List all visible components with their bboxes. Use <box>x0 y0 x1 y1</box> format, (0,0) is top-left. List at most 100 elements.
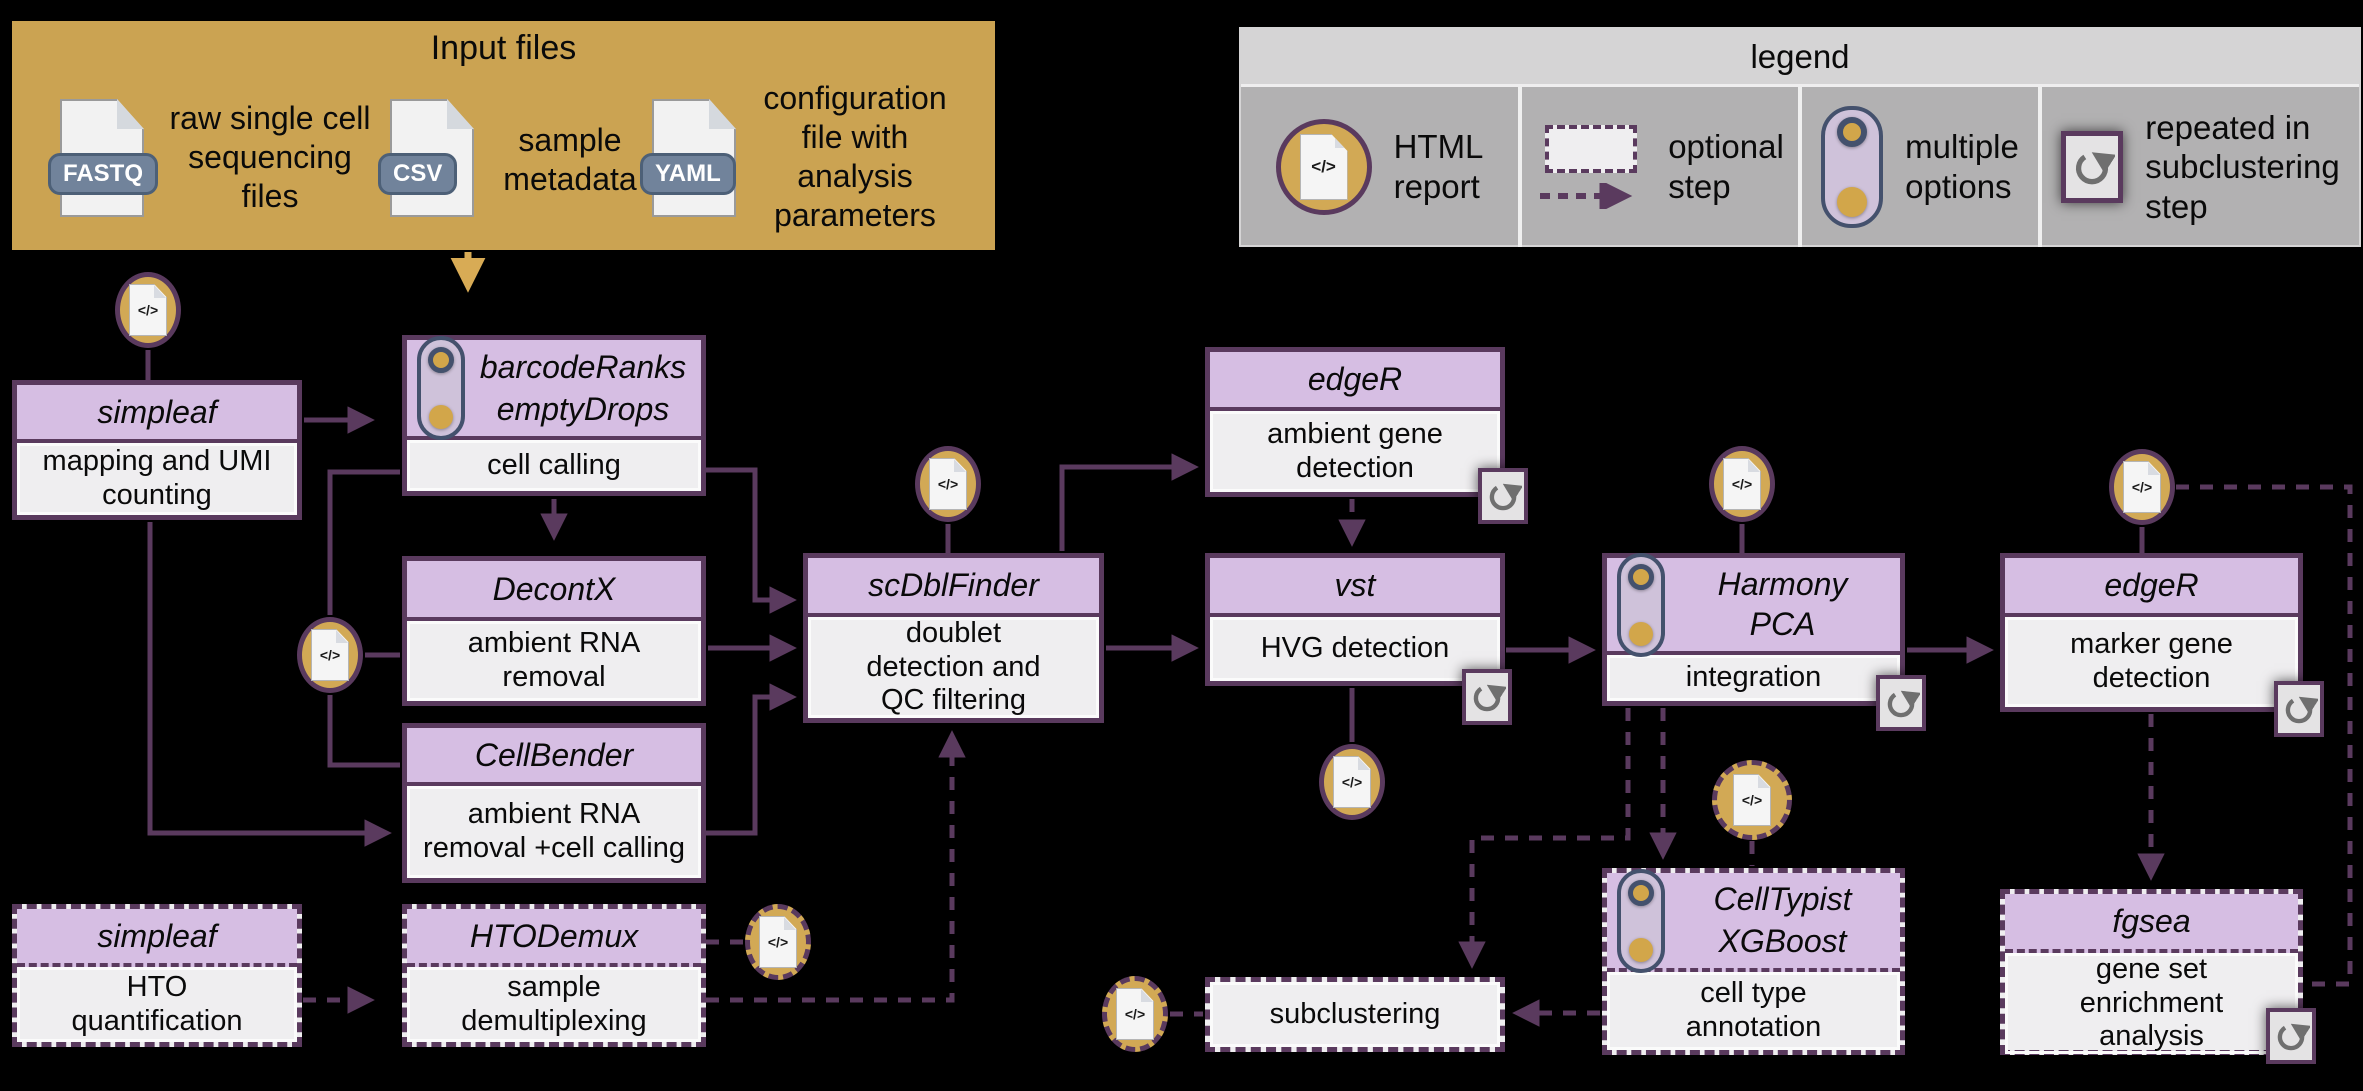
step-label: sample demultiplexing <box>407 967 701 1042</box>
option-dot <box>429 405 453 429</box>
node-integration: Harmony PCA integration <box>1602 552 1926 731</box>
yaml-file-icon: YAML <box>640 99 736 217</box>
page-fold <box>154 285 166 298</box>
multiple-options-icon <box>1821 106 1884 228</box>
repeat-icon <box>1478 468 1528 524</box>
input-panel-title: Input files <box>430 29 577 67</box>
dashed-arrow-sample <box>1540 183 1633 209</box>
csv-badge: CSV <box>378 153 458 195</box>
tool-name: Harmony <box>1717 565 1848 602</box>
tool-name: simpleaf <box>97 917 217 954</box>
csv-label: sample metadata <box>503 122 637 198</box>
option-dot <box>1628 879 1654 906</box>
yaml-badge: YAML <box>640 153 736 195</box>
option-dot <box>1629 621 1653 646</box>
page-fold <box>1334 135 1347 148</box>
repeat-icon <box>1462 669 1512 725</box>
step-label: ambient RNA removal <box>407 621 701 701</box>
legend-label: repeated in subclustering step <box>2145 108 2340 225</box>
node-simpleaf-hto: simpleaf HTO quantification <box>12 904 302 1047</box>
step-label: gene set enrichment analysis <box>2005 953 2298 1054</box>
html-report-icon: </> <box>1275 119 1372 215</box>
node-simpleaf-mapping: simpleaf mapping and UMI counting <box>12 380 302 520</box>
dashed-box-sample <box>1545 125 1638 173</box>
tool-name: PCA <box>1749 606 1816 643</box>
legend-panel: legend </> HTML report optional step <box>1239 27 2361 247</box>
node-scdblfinder: scDblFinder doublet detection and QC fil… <box>803 553 1104 723</box>
step-label: HTO quantification <box>17 967 297 1042</box>
tool-name: XGBoost <box>1718 922 1847 959</box>
repeat-icon <box>1876 675 1926 731</box>
html-report-icon: </> <box>115 272 181 348</box>
node-cell-calling: barcodeRanks emptyDrops cell calling <box>402 335 706 496</box>
page-fold <box>2148 462 2160 475</box>
html-report-icon: </> <box>1712 760 1792 840</box>
repeat-icon <box>2274 681 2324 737</box>
repeat-icon <box>2266 1008 2316 1064</box>
legend-label: HTML report <box>1393 128 1484 205</box>
legend-item-multiple-options: multiple options <box>1798 87 2038 247</box>
option-dot <box>428 347 454 373</box>
file-fold <box>709 99 736 129</box>
node-cellbender: CellBender ambient RNA removal +cell cal… <box>402 723 706 883</box>
file-fold <box>117 99 144 129</box>
option-dot <box>1837 117 1868 147</box>
tool-name: CellBender <box>474 736 634 773</box>
multiple-options-icon <box>1617 868 1665 973</box>
step-label: cell type annotation <box>1607 972 1900 1050</box>
tool-name: DecontX <box>492 570 616 607</box>
legend-title: legend <box>1241 29 2359 87</box>
legend-item-html-report: </> HTML report <box>1241 87 1518 247</box>
page-fold <box>1141 989 1153 1002</box>
optional-step-icon <box>1536 125 1646 209</box>
node-htodemux: HTODemux sample demultiplexing <box>402 904 706 1047</box>
page-fold <box>954 459 966 472</box>
tool-name: fgsea <box>2112 903 2191 939</box>
csv-file-icon: CSV <box>378 99 474 217</box>
html-report-icon: </> <box>297 617 363 693</box>
tool-name: scDblFinder <box>868 567 1039 603</box>
node-fgsea: fgsea gene set enrichment analysis <box>2000 889 2316 1064</box>
step-label: mapping and UMI counting <box>17 443 297 515</box>
tool-name: HTODemux <box>469 917 639 954</box>
tool-name: simpleaf <box>97 393 217 430</box>
tool-name: edgeR <box>1307 361 1403 397</box>
html-report-icon: </> <box>1709 446 1775 522</box>
tool-name: barcodeRanks <box>479 348 687 385</box>
tool-name: edgeR <box>2104 567 2199 603</box>
html-report-icon: </> <box>915 446 981 522</box>
option-dot <box>1629 937 1653 962</box>
legend-label: multiple options <box>1905 128 2019 205</box>
legend-item-optional-step: optional step <box>1518 87 1798 247</box>
legend-body: </> HTML report optional step <box>1241 87 2359 247</box>
tool-name: vst <box>1334 567 1376 603</box>
option-dot <box>1837 187 1868 217</box>
page-fold <box>1748 459 1760 472</box>
step-label: integration <box>1607 655 1900 701</box>
fastq-file-icon: FASTQ <box>48 99 159 217</box>
page-fold <box>336 630 348 643</box>
html-report-icon: </> <box>2109 449 2175 525</box>
tool-name: CellTypist <box>1713 881 1852 918</box>
node-subclustering: subclustering <box>1205 977 1505 1052</box>
node-celltypist: CellTypist XGBoost cell type annotation <box>1602 868 1905 1055</box>
step-label: HVG detection <box>1210 617 1500 681</box>
multiple-options-icon <box>417 336 465 440</box>
fastq-badge: FASTQ <box>48 153 159 195</box>
repeat-icon <box>2061 131 2124 203</box>
node-decontx: DecontX ambient RNA removal <box>402 556 706 706</box>
legend-label: optional step <box>1668 128 1784 205</box>
legend-item-repeat: repeated in subclustering step <box>2038 87 2359 247</box>
page-fold <box>784 917 796 930</box>
step-label: ambient RNA removal +cell calling <box>407 786 701 878</box>
input-files-panel: Input files FASTQ raw single cell sequen… <box>12 21 995 250</box>
html-report-icon: </> <box>1102 976 1168 1052</box>
yaml-label: configuration file with analysis paramet… <box>763 80 947 234</box>
step-label: subclustering <box>1210 982 1500 1047</box>
step-label: marker gene detection <box>2005 617 2298 707</box>
fastq-label: raw single cell sequencing files <box>169 100 371 215</box>
option-dot <box>1628 563 1654 590</box>
node-edger-ambient: edgeR ambient gene detection <box>1205 347 1528 524</box>
